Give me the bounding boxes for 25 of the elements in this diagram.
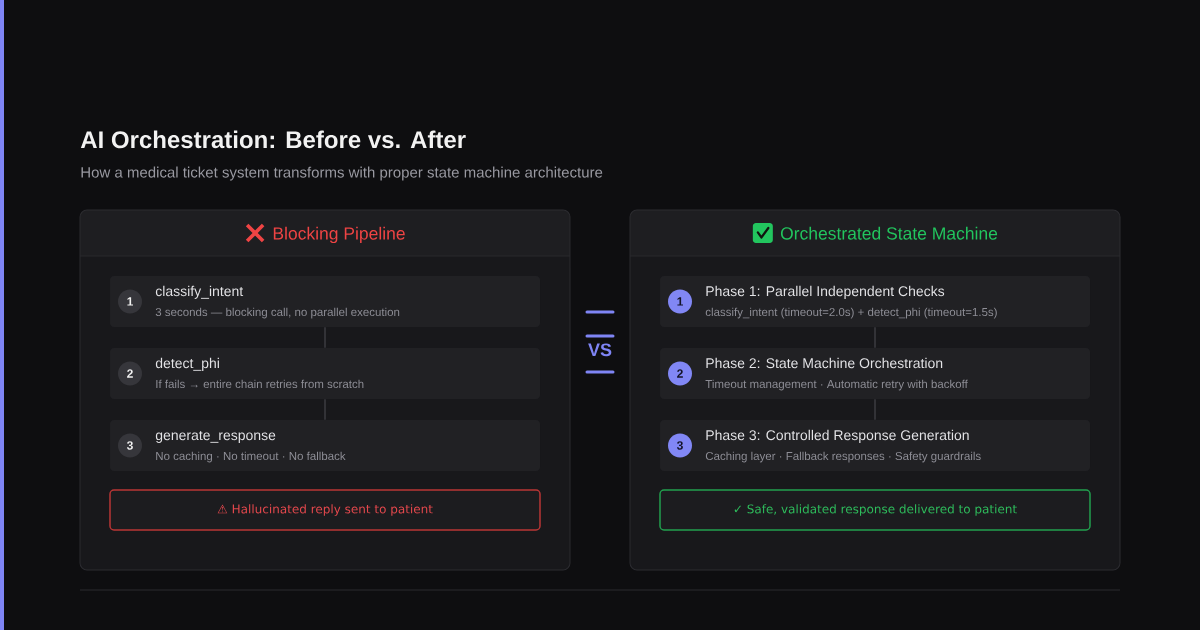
number-badge: 3 xyxy=(118,433,142,458)
step-title: classify_intent xyxy=(155,285,244,299)
step-description: Timeout management · Automatic retry with backoff xyxy=(705,379,968,391)
step-title: detect_phi xyxy=(155,357,219,371)
step-description: Caching layer · Fallback responses · Safety guardrails xyxy=(705,451,981,463)
number-badge: 2 xyxy=(118,361,142,386)
step-description: 3 seconds — blocking call, no parallel execution xyxy=(155,307,400,319)
step-description: classify_intent (timeout=2.0s) + detect_phi (timeout=1.5s) xyxy=(705,307,997,319)
step-title: Phase 2: State Machine Orchestration xyxy=(706,357,943,369)
number-badge: 2 xyxy=(668,361,692,386)
page-title: AI Orchestration: Before vs. After xyxy=(80,130,466,149)
step-title: generate_response xyxy=(155,430,276,443)
number-badge: 3 xyxy=(668,433,692,458)
result-box: ✓ Safe, validated response delivered to patient xyxy=(659,489,1091,531)
step-title: Phase 1: Parallel Independent Checks xyxy=(706,285,945,299)
step-description: No caching · No timeout · No fallback xyxy=(156,451,346,463)
result-box: ⚠ Hallucinated reply sent to patient xyxy=(109,489,541,531)
number-badge: 1 xyxy=(118,289,142,314)
panel-heading: Orchestrated State Machine xyxy=(780,226,998,240)
vs-label: VS xyxy=(588,343,612,357)
number-badge: 1 xyxy=(668,289,692,314)
step-description: If fails → entire chain retries from scratch xyxy=(156,379,364,389)
panel-heading: Blocking Pipeline xyxy=(273,226,405,244)
step-title: Phase 3: Controlled Response Generation xyxy=(706,429,969,443)
subtitle: How a medical ticket system transforms with proper state machine architecture xyxy=(81,166,603,181)
